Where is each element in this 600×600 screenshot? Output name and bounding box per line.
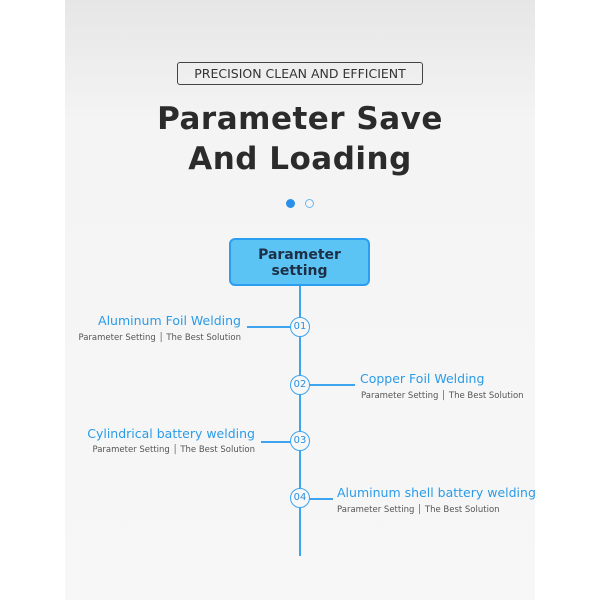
pager-dot[interactable]	[305, 199, 314, 208]
item-title: Copper Foil Welding	[360, 371, 485, 386]
pager-dot-active[interactable]	[286, 199, 295, 208]
connector	[261, 441, 291, 443]
item-subtitle: Parameter Setting │ The Best Solution	[78, 333, 241, 343]
connector	[247, 326, 291, 328]
item-title: Aluminum shell battery welding	[337, 485, 536, 500]
timeline-line	[299, 286, 301, 556]
root-line1: Parameter	[258, 247, 341, 263]
item-subtitle: Parameter Setting │ The Best Solution	[361, 391, 524, 401]
tagline-badge: PRECISION CLEAN AND EFFICIENT	[177, 62, 423, 85]
connector	[309, 384, 355, 386]
item-title: Cylindrical battery welding	[87, 426, 255, 441]
root-line2: setting	[271, 263, 328, 279]
step-circle: 02	[290, 375, 310, 395]
page-title-line2: And Loading	[188, 141, 412, 177]
connector	[309, 498, 333, 500]
step-circle: 01	[290, 317, 310, 337]
page-title-line1: Parameter Save	[157, 101, 443, 137]
item-subtitle: Parameter Setting │ The Best Solution	[92, 445, 255, 455]
item-title: Aluminum Foil Welding	[98, 313, 241, 328]
item-subtitle: Parameter Setting │ The Best Solution	[337, 505, 500, 515]
step-circle: 04	[290, 488, 310, 508]
step-circle: 03	[290, 431, 310, 451]
